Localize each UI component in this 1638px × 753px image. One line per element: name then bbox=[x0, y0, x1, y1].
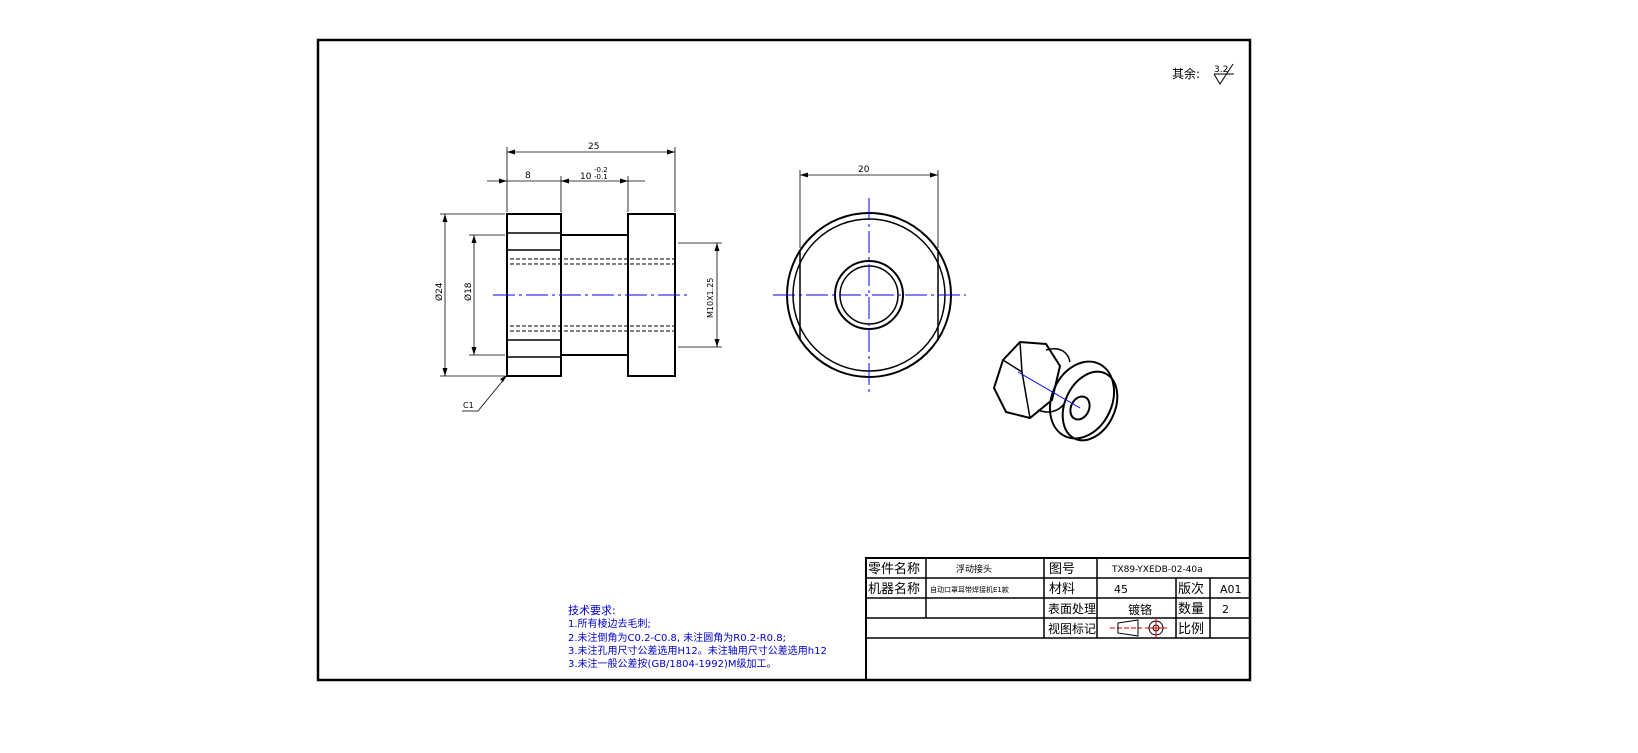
quantity-value: 2 bbox=[1222, 603, 1229, 616]
side-view bbox=[440, 147, 722, 412]
isometric-view bbox=[992, 340, 1119, 442]
iso-bore bbox=[1069, 395, 1091, 421]
title-block bbox=[865, 557, 1251, 681]
machine-name-value: 自动口罩耳带焊接机E1款 bbox=[930, 585, 1009, 594]
end-view bbox=[773, 170, 966, 392]
tech-requirement-item: 3.未注一般公差按(GB/1804-1992)M级加工。 bbox=[568, 657, 776, 670]
part-name-label: 零件名称 bbox=[868, 561, 920, 577]
machine-name-label: 机器名称 bbox=[868, 581, 920, 597]
iso-flange-front bbox=[1061, 370, 1119, 442]
projection-symbol-icon bbox=[1110, 618, 1167, 638]
view-mark-label: 视图标记 bbox=[1048, 621, 1096, 636]
version-label: 版次 bbox=[1178, 581, 1204, 597]
dim-end-view-width: 20 bbox=[858, 165, 870, 175]
dim-head-length: 8 bbox=[525, 171, 531, 181]
dim-flange-tol-lower: -0.1 bbox=[594, 173, 608, 181]
drawing-border bbox=[316, 38, 1252, 682]
dim-thread: M10X1.25 bbox=[706, 278, 715, 318]
material-value: 45 bbox=[1114, 583, 1128, 596]
dim-chamfer: C1 bbox=[463, 401, 474, 410]
tech-requirements: 技术要求: 1.所有棱边去毛刺; 2.未注倒角为C0.2-C0.8, 未注圆角为… bbox=[568, 604, 827, 670]
dim-flange-tol-upper: -0.2 bbox=[594, 166, 608, 174]
roughness-label: 其余: bbox=[1172, 66, 1200, 81]
surface-label: 表面处理 bbox=[1048, 602, 1096, 616]
roughness-note: 其余: 3.2 bbox=[1172, 63, 1234, 85]
tech-requirements-title: 技术要求: bbox=[568, 604, 616, 617]
dim-overall-length: 25 bbox=[588, 142, 599, 152]
surface-value: 镀铬 bbox=[1128, 602, 1152, 617]
drawing-no-value: TX89-YXEDB-02-40a bbox=[1111, 565, 1203, 575]
roughness-symbol-icon bbox=[1213, 63, 1234, 85]
dim-diameter-inner: Ø18 bbox=[463, 282, 474, 301]
material-label: 材料 bbox=[1049, 582, 1075, 597]
tech-requirement-item: 3.未注孔用尺寸公差选用H12。未注轴用尺寸公差选用h12 bbox=[568, 644, 827, 657]
part-name-value: 浮动接头 bbox=[956, 563, 992, 575]
version-value: A01 bbox=[1220, 583, 1242, 596]
tech-requirement-item: 2.未注倒角为C0.2-C0.8, 未注圆角为R0.2-R0.8; bbox=[568, 631, 786, 644]
dim-diameter-outer: Ø24 bbox=[434, 282, 445, 301]
quantity-label: 数量 bbox=[1178, 602, 1204, 617]
scale-label: 比例 bbox=[1178, 622, 1204, 637]
dim-flange-length: 10 bbox=[580, 172, 592, 182]
tech-requirement-item: 1.所有棱边去毛刺; bbox=[568, 617, 651, 630]
roughness-value: 3.2 bbox=[1214, 65, 1228, 75]
drawing-no-label: 图号 bbox=[1049, 562, 1075, 577]
iso-flange-back bbox=[1048, 360, 1116, 440]
